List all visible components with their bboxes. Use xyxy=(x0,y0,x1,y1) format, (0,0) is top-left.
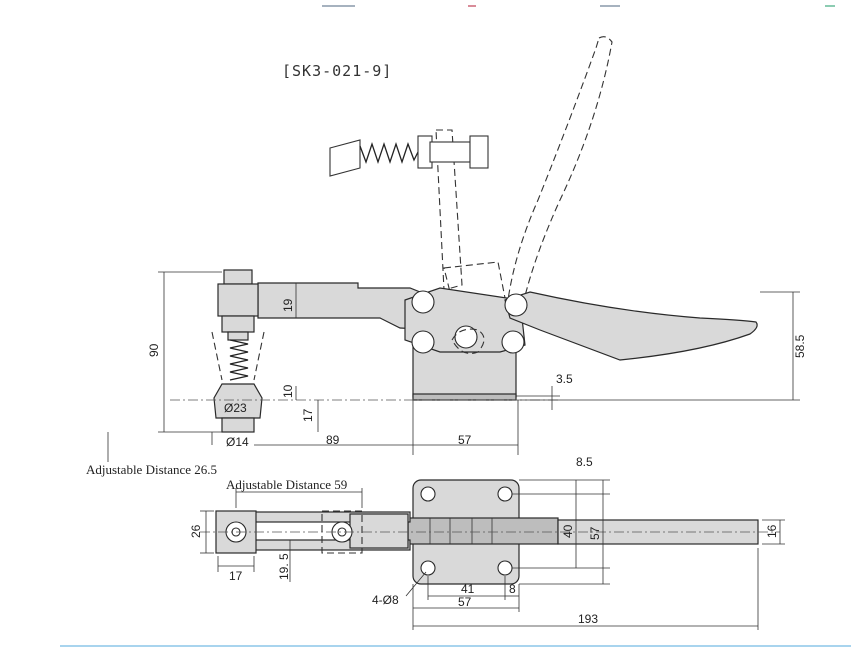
dim-hole-edge: 8 xyxy=(509,582,516,596)
dim-base-offset: 3.5 xyxy=(556,372,573,386)
dim-handle-width: 16 xyxy=(765,524,779,538)
dim-hole-spacing-v: 40 xyxy=(561,524,575,538)
dim-arm-thickness: 19 xyxy=(281,298,295,312)
side-handle xyxy=(504,291,758,361)
dim-base-width: 57 xyxy=(588,526,602,540)
dim-reach: 89 xyxy=(326,433,340,447)
dim-19-5: 19. 5 xyxy=(277,553,291,580)
dim-hole-offset: 8.5 xyxy=(576,455,593,469)
dim-spindle-tip: Ø14 xyxy=(226,435,249,449)
dim-26: 26 xyxy=(189,524,203,538)
dim-hole-spacing-h: 41 xyxy=(461,582,475,596)
mount-hole-bl-icon xyxy=(420,560,436,576)
dim-base-length-top: 57 xyxy=(458,595,472,609)
mount-hole-tl-icon xyxy=(420,486,436,502)
dim-10: 10 xyxy=(281,384,295,398)
dim-height-total: 90 xyxy=(147,343,161,357)
note-adjustable-top: Adjustable Distance 59 xyxy=(226,477,347,492)
pivot-4-icon xyxy=(501,330,525,354)
dim-holes: 4-Ø8 xyxy=(372,593,399,607)
pivot-1-icon xyxy=(411,290,435,314)
note-adjustable-side: Adjustable Distance 26.5 xyxy=(86,462,217,477)
dim-17-top: 17 xyxy=(229,569,243,583)
mount-hole-br-icon xyxy=(497,560,513,576)
dim-base-length: 57 xyxy=(458,433,472,447)
side-view: 90 19 10 17 Ø23 Ø14 89 57 3.5 58.5 Adjus… xyxy=(86,36,807,477)
pivot-2-icon xyxy=(411,330,435,354)
model-code: [SK3-021-9] xyxy=(282,62,392,80)
open-position-ghost xyxy=(329,36,613,301)
pivot-5-icon xyxy=(504,293,528,317)
side-spindle xyxy=(211,269,265,433)
dim-17: 17 xyxy=(301,408,315,422)
dim-handle-height: 58.5 xyxy=(793,334,807,358)
dim-overall: 193 xyxy=(578,612,598,626)
top-view: Adjustable Distance 59 26 17 19. 5 8.5 4… xyxy=(189,455,785,630)
dim-spindle-head: Ø23 xyxy=(224,401,247,415)
mount-hole-tr-icon xyxy=(497,486,513,502)
